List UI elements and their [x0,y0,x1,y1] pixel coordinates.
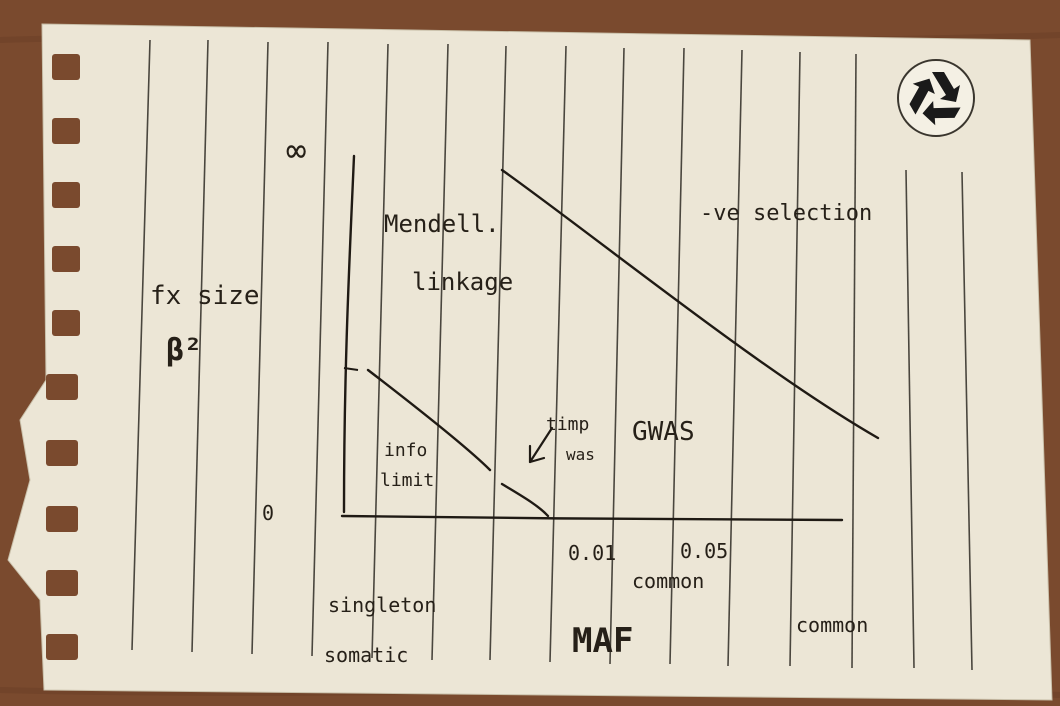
x-axis-tick-0-05: 0.05 [680,539,728,563]
y-axis-label-line1: fx size [150,281,260,311]
x-axis [340,514,844,522]
timp-arrow [528,426,554,464]
paper-sheet [7,23,1053,701]
region-mendelian-line2: linkage [412,268,513,296]
region-gwas: GWAS [632,417,695,447]
region-info-limit-line1: info [384,440,427,461]
recycle-icon [897,59,975,137]
x-axis-sub-label-common: common [632,569,704,593]
selection-boundary-line [500,168,880,440]
y-axis-bottom-tick-label: 0 [262,501,274,525]
info-limit-boundary-line [366,368,550,518]
region-mendelian-line1: Mendell. [384,210,500,238]
y-axis-top-tick-label: ∞ [286,131,306,171]
region-negative-selection: -ve selection [700,201,872,226]
perforation-holes [46,54,80,660]
x-axis-tick-0-01: 0.01 [568,541,616,565]
x-axis-left-label-line1: singleton [328,593,436,617]
region-timp-line1: timp [546,414,589,435]
y-axis [342,154,356,514]
y-axis-label-line2: β² [166,333,202,368]
x-axis-title: MAF [572,621,633,661]
x-axis-right-label: common [796,613,868,637]
ruled-lines [131,39,973,671]
x-axis-left-label-line2: somatic [324,643,408,667]
region-timp-line2: was [566,445,595,464]
region-info-limit-line2: limit [380,470,434,491]
y-axis-tick-mark [343,367,359,371]
